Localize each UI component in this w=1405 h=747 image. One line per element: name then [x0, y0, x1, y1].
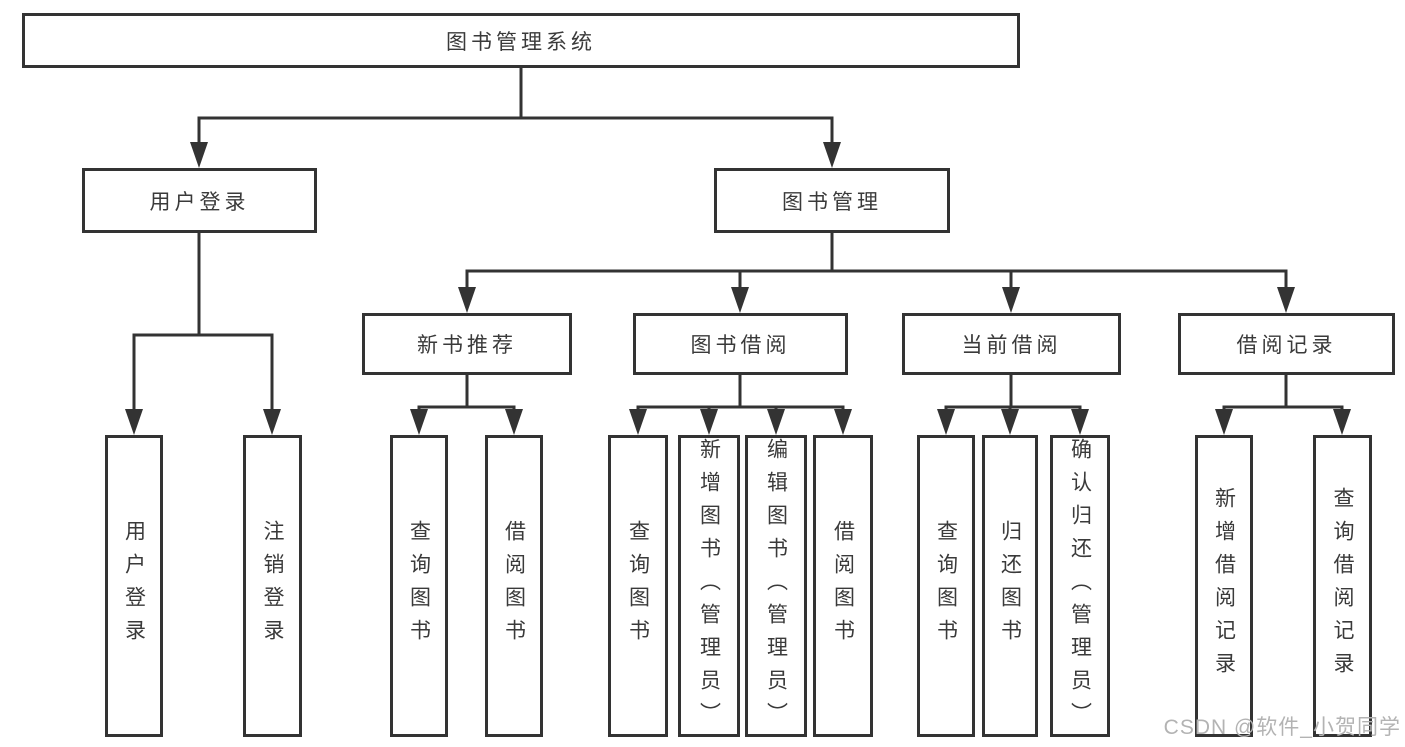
- watermark: CSDN @软件_小贺同学: [1163, 716, 1401, 739]
- arrowhead: [1333, 409, 1351, 435]
- node-query-books-recommend: 查询图书: [390, 435, 448, 737]
- node-logout: 注销登录: [243, 435, 302, 737]
- arrowhead: [1001, 409, 1019, 435]
- arrowhead: [505, 409, 523, 435]
- node-label: 查询图书: [407, 520, 431, 652]
- node-label: 用户登录: [149, 190, 250, 214]
- node-user-login-module: 用户登录: [82, 168, 317, 233]
- arrowhead: [458, 287, 476, 313]
- node-label: 确认归还（管理员）: [1068, 438, 1092, 735]
- node-query-books-borrowing: 查询图书: [608, 435, 668, 737]
- arrowhead: [629, 409, 647, 435]
- node-book-management: 图书管理: [714, 168, 950, 233]
- node-label: 图书管理: [782, 190, 882, 214]
- arrowhead: [263, 409, 281, 435]
- node-edit-books-admin: 编辑图书（管理员）: [745, 435, 807, 737]
- node-label: 归还图书: [998, 520, 1022, 652]
- arrowhead: [1277, 287, 1295, 313]
- node-label: 图书管理系统: [446, 30, 596, 54]
- arrowhead: [1002, 287, 1020, 313]
- arrowhead: [731, 287, 749, 313]
- node-label: 借阅图书: [502, 520, 526, 652]
- arrowhead: [700, 409, 718, 435]
- node-label: 新书推荐: [417, 334, 517, 357]
- node-label: 新增图书（管理员）: [697, 438, 721, 735]
- node-label: 当前借阅: [961, 334, 1062, 357]
- arrowhead: [125, 409, 143, 435]
- arrowhead: [410, 409, 428, 435]
- node-user-login: 用户登录: [105, 435, 163, 737]
- node-label: 编辑图书（管理员）: [764, 438, 788, 735]
- node-add-books-admin: 新增图书（管理员）: [678, 435, 740, 737]
- node-return-books: 归还图书: [982, 435, 1038, 737]
- node-new-book-recommend: 新书推荐: [362, 313, 572, 375]
- node-label: 用户登录: [122, 520, 146, 652]
- arrowhead: [823, 142, 841, 168]
- node-label: 图书借阅: [690, 334, 791, 357]
- node-borrow-books: 借阅图书: [813, 435, 873, 737]
- node-current-borrowing: 当前借阅: [902, 313, 1121, 375]
- node-query-borrow-record: 查询借阅记录: [1313, 435, 1372, 737]
- arrowhead: [1215, 409, 1233, 435]
- arrowhead: [767, 409, 785, 435]
- node-label: 注销登录: [261, 520, 284, 652]
- node-label: 借阅图书: [831, 520, 855, 652]
- arrowhead: [1071, 409, 1089, 435]
- node-borrow-books-recommend: 借阅图书: [485, 435, 543, 737]
- node-label: 新增借阅记录: [1212, 487, 1236, 685]
- node-query-books-current: 查询图书: [917, 435, 975, 737]
- node-borrow-records: 借阅记录: [1178, 313, 1395, 375]
- arrowhead: [834, 409, 852, 435]
- node-label: 查询图书: [626, 520, 650, 652]
- node-label: 查询图书: [934, 520, 958, 652]
- arrowheads: [125, 142, 1351, 435]
- node-add-borrow-record: 新增借阅记录: [1195, 435, 1253, 737]
- arrowhead: [190, 142, 208, 168]
- node-label: 借阅记录: [1236, 334, 1337, 357]
- node-label: 查询借阅记录: [1331, 487, 1354, 685]
- node-book-borrowing: 图书借阅: [633, 313, 848, 375]
- arrowhead: [937, 409, 955, 435]
- node-confirm-return-admin: 确认归还（管理员）: [1050, 435, 1110, 737]
- node-library-system: 图书管理系统: [22, 13, 1020, 68]
